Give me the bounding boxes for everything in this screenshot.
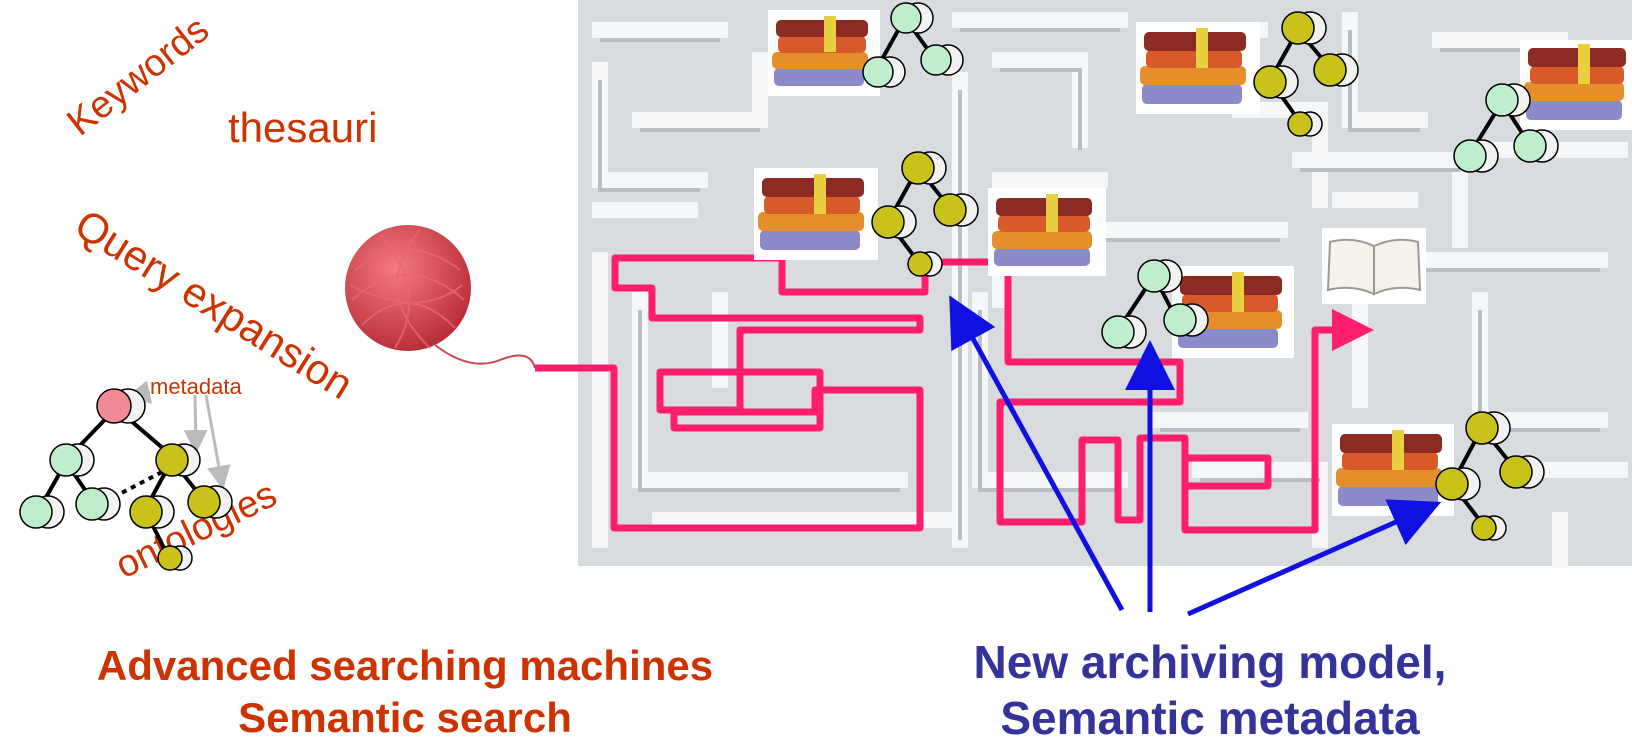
- book-stack-3: [1520, 40, 1632, 130]
- node-graph-green-1: [862, 2, 964, 88]
- caption-left: Advanced searching machines Semantic sea…: [20, 640, 790, 744]
- book-stack-4: [754, 168, 878, 260]
- book-stack-5: [988, 188, 1106, 276]
- caption-left-line2: Semantic search: [238, 694, 572, 741]
- node-graph-yellow-3: [1435, 411, 1545, 541]
- ontology-tree: [19, 380, 233, 571]
- caption-right: New archiving model, Semantic metadata: [860, 634, 1560, 746]
- thread-path: [535, 254, 1374, 534]
- caption-left-line1: Advanced searching machines: [96, 642, 714, 689]
- metadata-arrows: [949, 295, 1442, 617]
- node-graph-yellow-2: [871, 151, 979, 277]
- caption-right-line1: New archiving model,: [973, 636, 1447, 688]
- caption-right-line2: Semantic metadata: [1000, 692, 1420, 744]
- node-graph-green-2: [1453, 83, 1559, 173]
- metadata-label: metadata: [150, 374, 242, 399]
- open-book-icon: [1322, 228, 1426, 304]
- book-stack-7: [1332, 424, 1454, 516]
- thesauri-label: thesauri: [228, 104, 378, 151]
- yarn-ball: [345, 225, 536, 369]
- book-stack-1: [768, 10, 880, 96]
- node-graph-yellow-1: [1253, 11, 1359, 137]
- book-stack-2: [1136, 22, 1260, 114]
